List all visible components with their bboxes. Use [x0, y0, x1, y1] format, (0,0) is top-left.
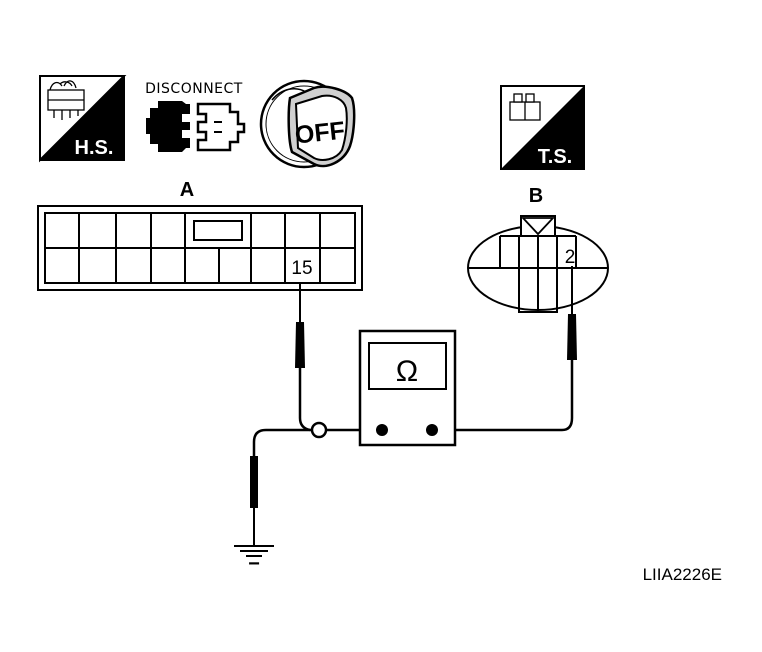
harness-side-icon: [47, 80, 85, 120]
meter-terminal-ohm: [426, 424, 438, 436]
terminal-side-icon: [509, 93, 541, 121]
ground-sign: −: [248, 553, 260, 575]
ohmmeter-icon: Ω: [358, 329, 457, 447]
probe-ground: [250, 456, 258, 546]
connector-a: 15: [37, 205, 363, 291]
wiring: [252, 360, 574, 456]
ignition-state-text: OFF: [294, 116, 347, 149]
connector-a-terminal: 15: [291, 258, 312, 279]
probe-a: [295, 282, 305, 370]
ts-badge: T.S.: [500, 85, 585, 170]
hs-badge-label: H.S.: [75, 137, 114, 159]
figure-id: LIIA2226E: [643, 565, 722, 584]
connector-b: 2: [467, 215, 609, 313]
hs-badge: H.S.: [39, 75, 127, 163]
ohm-symbol: Ω: [396, 355, 418, 388]
disconnect-connector-icon: [146, 101, 246, 152]
ts-badge-label: T.S.: [538, 146, 572, 168]
connector-b-terminal: 2: [565, 247, 576, 268]
connector-b-label: B: [529, 185, 543, 207]
probe-b: [567, 266, 577, 360]
ignition-key-icon: OFF: [259, 79, 356, 169]
connector-a-label: A: [180, 179, 194, 201]
wire-junction: [310, 421, 328, 439]
disconnect-icon-group: DISCONNECT: [145, 81, 246, 152]
meter-terminal-com: [376, 424, 388, 436]
ground-icon: [234, 545, 274, 557]
disconnect-label: DISCONNECT: [145, 81, 243, 97]
